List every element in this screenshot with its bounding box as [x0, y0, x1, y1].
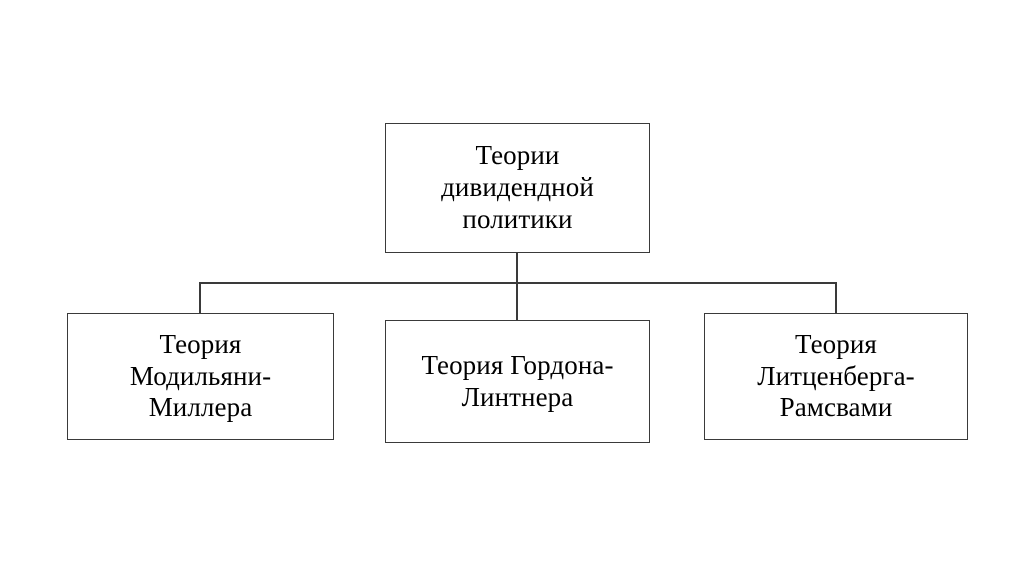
node-gordon-lintner[interactable]: Теория Гордона- Линтнера — [385, 320, 650, 443]
node-litzenberger-ramaswamy[interactable]: Теория Литценберга- Рамсвами — [704, 313, 968, 440]
node-modigliani-miller-label: Теория Модильяни- Миллера — [129, 328, 272, 423]
node-litzenberger-ramaswamy-label: Теория Литценберга- Рамсвами — [757, 328, 915, 423]
node-root-label: Теории дивидендной политики — [441, 140, 594, 234]
node-modigliani-miller[interactable]: Теория Модильяни- Миллера — [67, 313, 334, 440]
node-root[interactable]: Теории дивидендной политики — [385, 123, 650, 253]
node-gordon-lintner-label: Теория Гордона- Линтнера — [421, 349, 614, 412]
